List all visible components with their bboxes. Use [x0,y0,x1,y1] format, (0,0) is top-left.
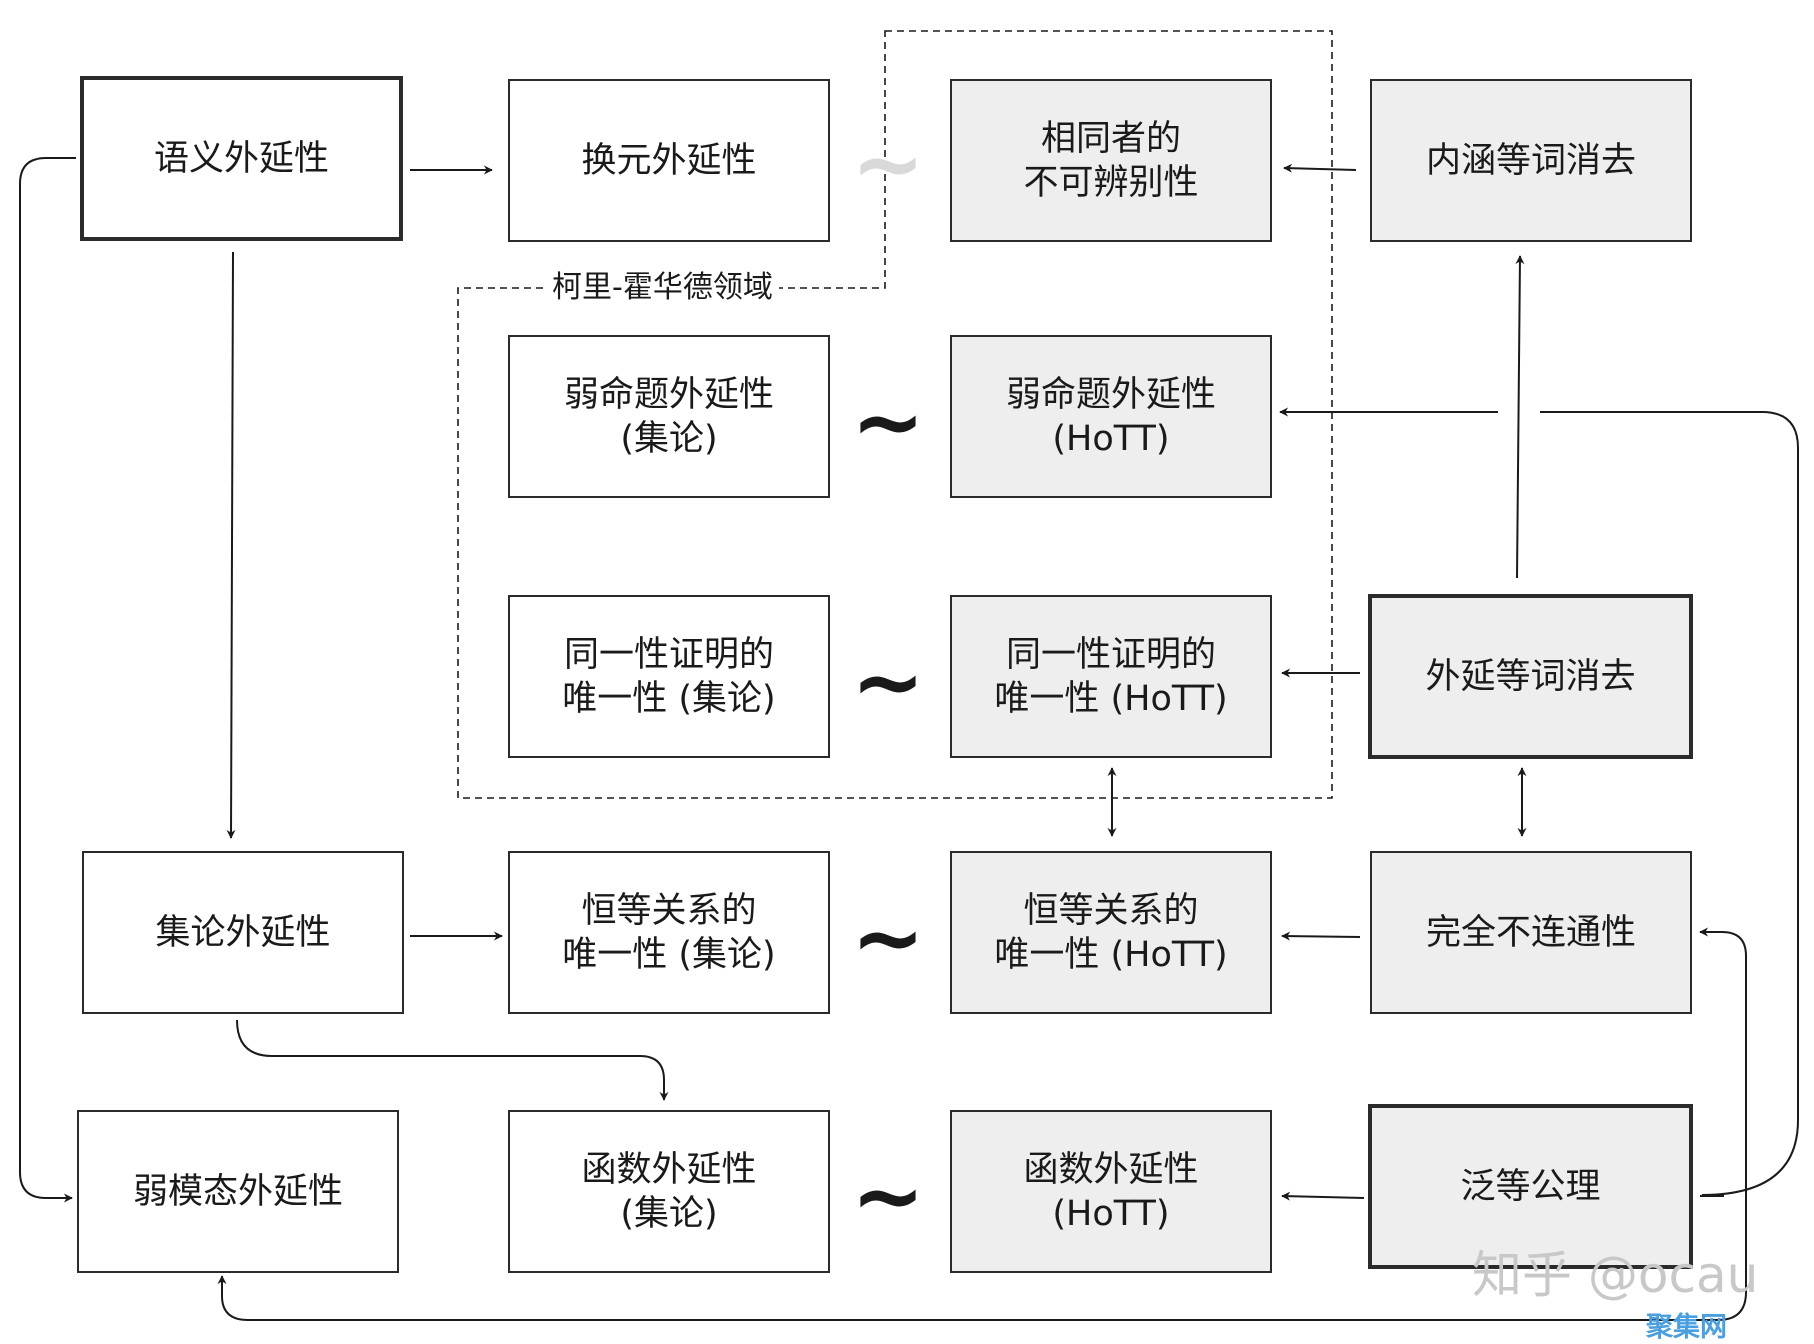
arrow-univalence-funchott [1281,1191,1365,1201]
node-label: 语义外延性 [153,138,329,179]
node-label: 泛等公理 [1460,1166,1601,1207]
node-label: 弱命题外延性 (集论) [563,374,774,459]
node-swap-extensionality[interactable]: 换元外延性 [508,79,830,242]
node-weak-prop-ext-set[interactable]: 弱命题外延性 (集论) [508,335,830,498]
node-univalence-axiom[interactable]: 泛等公理 [1368,1104,1693,1269]
node-label: 函数外延性 (集论) [581,1149,757,1234]
node-label: 同一性证明的 唯一性 (集论) [562,634,776,719]
node-label: 弱模态外延性 [132,1171,343,1212]
node-label: 函数外延性 (HoTT) [1023,1149,1199,1234]
node-intensional-equality-elimination[interactable]: 内涵等词消去 [1370,79,1692,242]
node-set-extensionality[interactable]: 集论外延性 [82,851,404,1014]
tilde-row3: ~ [851,630,925,733]
node-label: 外延等词消去 [1425,656,1636,697]
node-function-ext-hott[interactable]: 函数外延性 (HoTT) [950,1110,1272,1273]
arrow-intelim-indisc [1283,163,1357,173]
arrow-setext-funcset [236,1019,669,1101]
node-label: 换元外延性 [581,140,757,181]
arrow-univalence-weakprophott [1540,411,1799,1196]
node-label: 完全不连通性 [1425,912,1636,953]
arrow-loop-weakmodal [217,1200,1747,1321]
watermark: 知乎 @ocau [1472,1246,1759,1304]
node-uip-set[interactable]: 同一性证明的 唯一性 (集论) [508,595,830,758]
arrow-totaldisc-uniqidhott [1281,931,1361,941]
tilde-row5: ~ [851,1144,925,1247]
node-label: 同一性证明的 唯一性 (HoTT) [994,634,1228,719]
arrow-semantic-setext [226,251,236,839]
node-uip-hott[interactable]: 同一性证明的 唯一性 (HoTT) [950,595,1272,758]
node-uniq-identity-hott[interactable]: 恒等关系的 唯一性 (HoTT) [950,851,1272,1014]
node-label: 内涵等词消去 [1425,140,1636,181]
tilde-row4: ~ [851,886,925,989]
node-label: 弱命题外延性 (HoTT) [1005,374,1216,459]
node-weak-prop-ext-hott[interactable]: 弱命题外延性 (HoTT) [950,335,1272,498]
node-label: 相同者的 不可辨别性 [1023,118,1199,203]
node-semantic-extensionality[interactable]: 语义外延性 [80,76,403,241]
arrow-extelim-intelim [1515,255,1525,579]
node-total-disconnectedness[interactable]: 完全不连通性 [1370,851,1692,1014]
node-label: 恒等关系的 唯一性 (集论) [562,890,776,975]
node-weak-modal-extensionality[interactable]: 弱模态外延性 [77,1110,399,1273]
node-extensional-equality-elimination[interactable]: 外延等词消去 [1368,594,1693,759]
curry-howard-region [457,30,1333,799]
node-function-ext-set[interactable]: 函数外延性 (集论) [508,1110,830,1273]
arrow-univalence-totaldisc-b [1699,927,1747,1200]
tilde-row2: ~ [851,370,925,473]
node-label: 集论外延性 [155,912,331,953]
node-uniq-identity-set[interactable]: 恒等关系的 唯一性 (集论) [508,851,830,1014]
arrow-semantic-weakmodal [19,157,76,1203]
node-label: 恒等关系的 唯一性 (HoTT) [994,890,1228,975]
tilde-row1: ~ [851,112,925,215]
curry-howard-region-label: 柯里-霍华德领域 [546,268,779,308]
node-indiscernibility[interactable]: 相同者的 不可辨别性 [950,79,1272,242]
site-logo: 聚集网 [1646,1312,1727,1343]
